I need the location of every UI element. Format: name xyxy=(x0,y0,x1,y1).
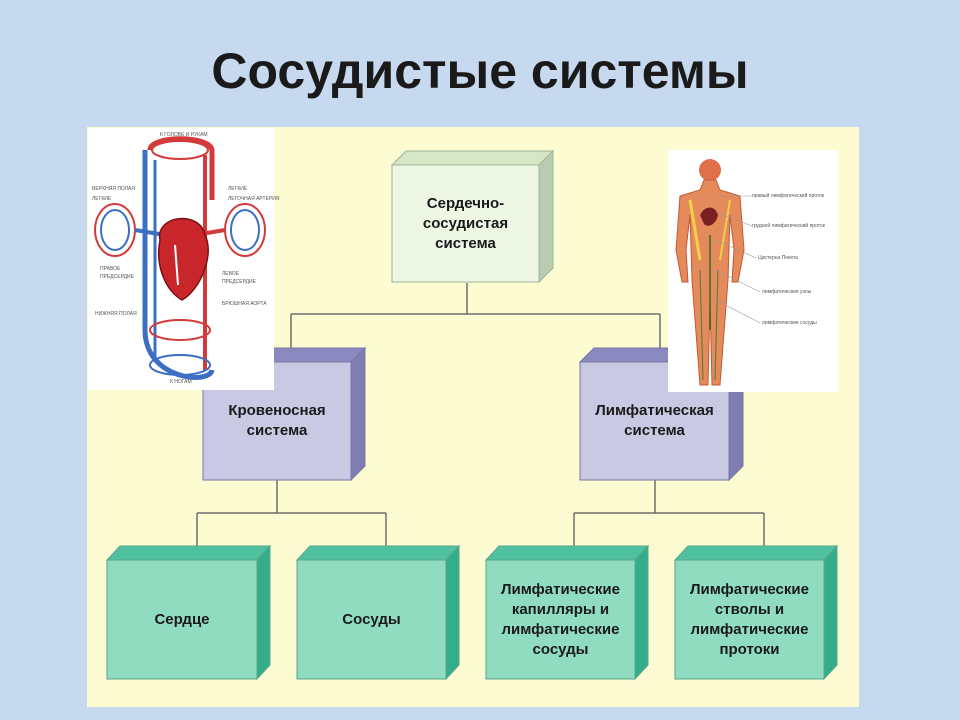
svg-text:Цистерна Пекета: Цистерна Пекета xyxy=(758,255,798,261)
root-node-label: Сердечно- сосудистая система xyxy=(422,194,509,252)
svg-text:лимфатические узлы: лимфатические узлы xyxy=(762,289,812,295)
svg-text:ПРЕДСЕРДИЕ: ПРЕДСЕРДИЕ xyxy=(100,274,135,280)
root-box xyxy=(390,149,555,284)
slide-title: Сосудистые системы xyxy=(211,43,749,99)
lymph-capillaries-label: Лимфатические капилляры и лимфатические … xyxy=(501,580,620,658)
svg-text:ПРАВОЕ: ПРАВОЕ xyxy=(100,266,121,272)
lymphatic-figure-illustration: правый лимфатический проток грудной лимф… xyxy=(668,150,838,392)
vessels-box xyxy=(295,544,461,681)
vessels-label: Сосуды xyxy=(342,610,401,628)
svg-text:лимфатические сосуды: лимфатические сосуды xyxy=(762,320,817,326)
lymph-trunks-label: Лимфатические стволы и лимфатические про… xyxy=(690,580,809,658)
svg-text:ЛЕГОЧНАЯ АРТЕРИЯ: ЛЕГОЧНАЯ АРТЕРИЯ xyxy=(228,196,280,202)
heart-box xyxy=(105,544,272,681)
svg-text:правый лимфатический проток: правый лимфатический проток xyxy=(752,192,825,199)
svg-text:БРЮШНАЯ АОРТА: БРЮШНАЯ АОРТА xyxy=(222,301,267,307)
svg-text:К ГОЛОВЕ И РУКАМ: К ГОЛОВЕ И РУКАМ xyxy=(160,132,208,138)
lymph-capillaries-box xyxy=(484,544,650,681)
svg-text:ЛЕГКИЕ: ЛЕГКИЕ xyxy=(92,196,112,202)
svg-text:ПРЕДСЕРДИЕ: ПРЕДСЕРДИЕ xyxy=(222,279,257,285)
svg-text:НИЖНЯЯ ПОЛАЯ: НИЖНЯЯ ПОЛАЯ xyxy=(95,311,137,317)
svg-text:ЛЕГКИЕ: ЛЕГКИЕ xyxy=(228,186,248,192)
lymph-trunks-box xyxy=(673,544,839,681)
blood-system-label: Кровеносная система xyxy=(228,402,326,439)
svg-text:грудной лимфатический проток: грудной лимфатический проток xyxy=(752,222,826,229)
lymph-system-label: Лимфатическая система xyxy=(595,402,714,439)
svg-text:ЛЕВОЕ: ЛЕВОЕ xyxy=(222,271,240,277)
circulatory-diagram-illustration: К ГОЛОВЕ И РУКАМ ВЕРХНЯЯ ПОЛАЯ ЛЕГКИЕ ЛЕ… xyxy=(88,128,280,390)
heart-label: Сердце xyxy=(154,610,210,628)
svg-text:ВЕРХНЯЯ ПОЛАЯ: ВЕРХНЯЯ ПОЛАЯ xyxy=(92,186,135,192)
svg-text:К НОГАМ: К НОГАМ xyxy=(170,379,192,385)
connector-lines xyxy=(196,283,765,548)
